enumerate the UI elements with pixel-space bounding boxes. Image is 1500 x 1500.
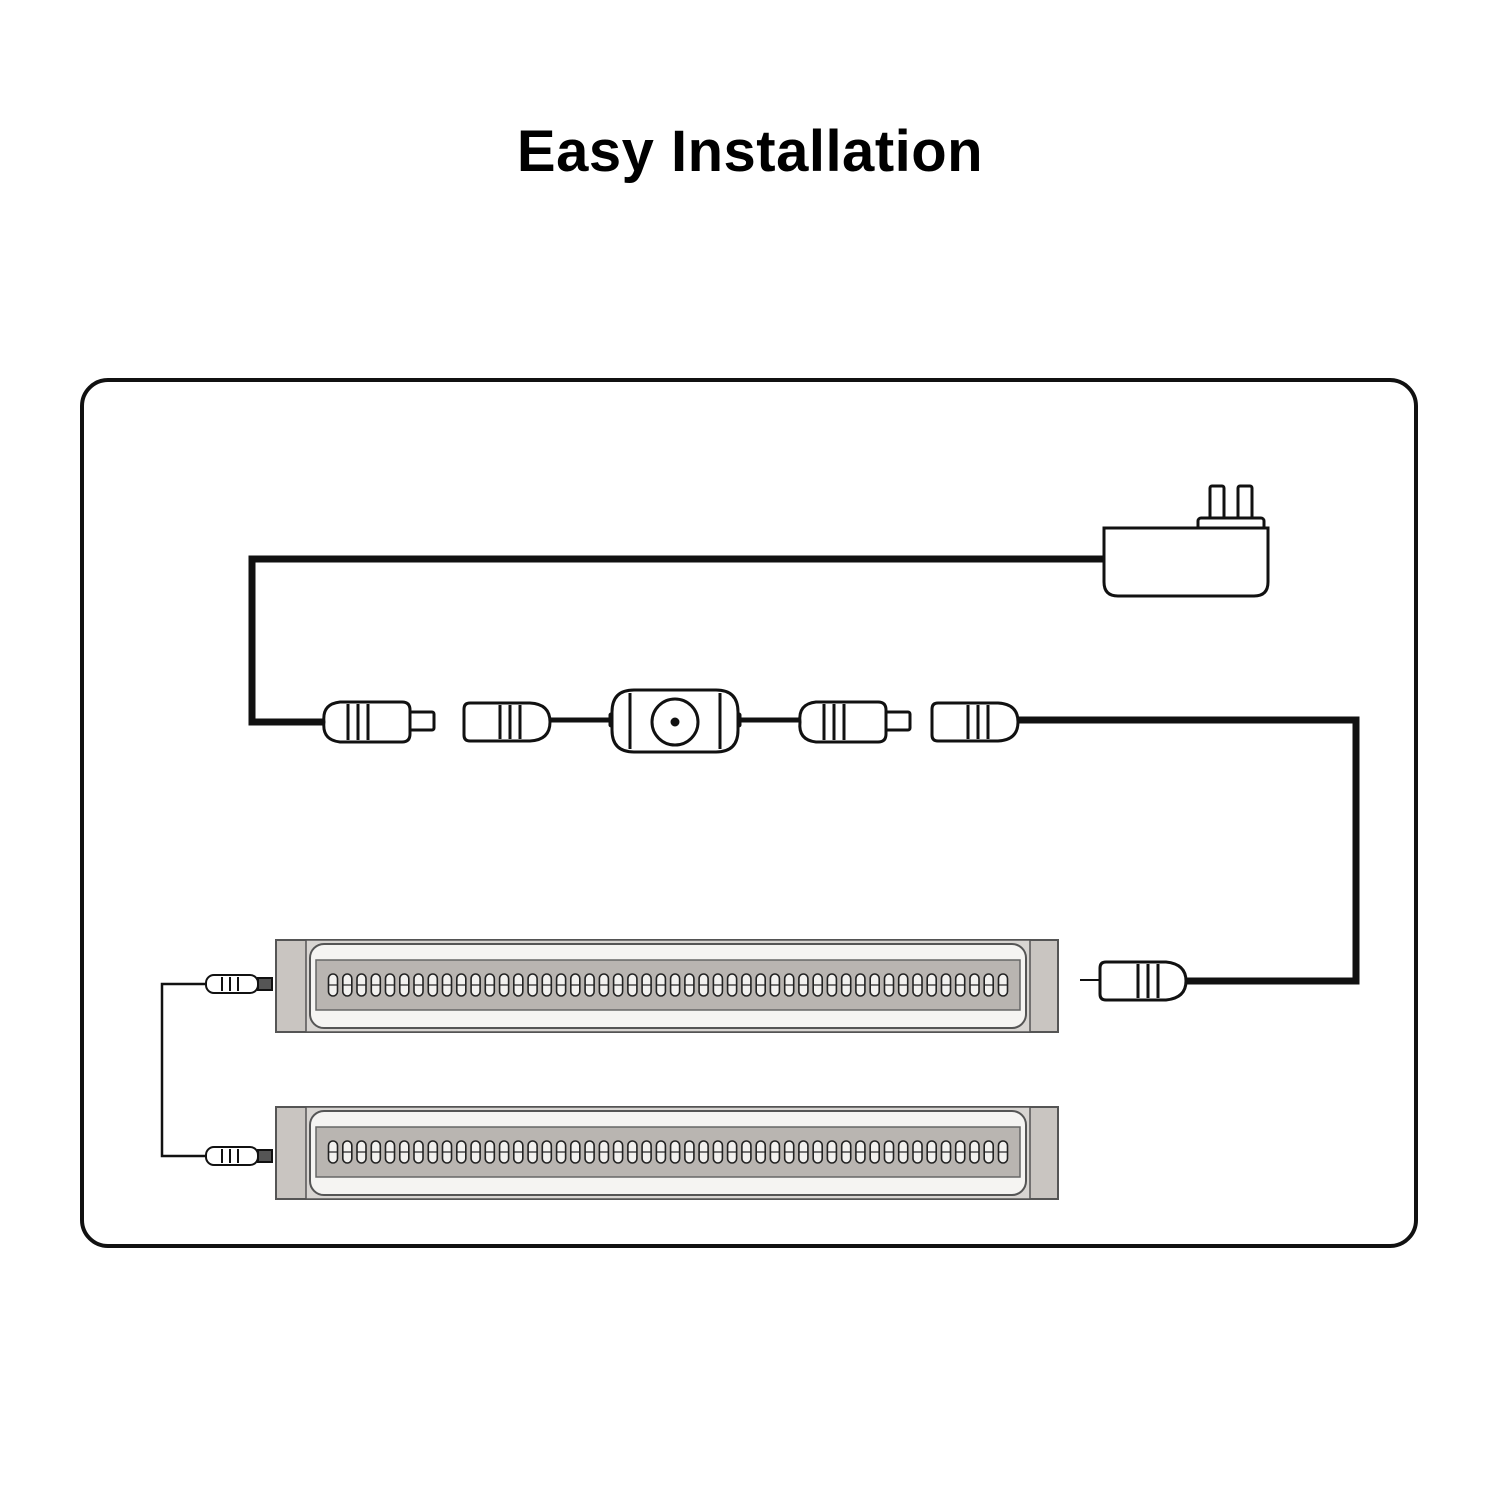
page-title: Easy Installation: [516, 119, 984, 184]
led-row: [327, 1140, 1009, 1164]
dc-connector-icon: [205, 1146, 273, 1166]
power-adapter-icon: [1102, 484, 1270, 598]
dc-connector-icon: [205, 974, 273, 994]
adapter-cable: [248, 555, 1104, 726]
dc-connector-icon: [462, 701, 552, 743]
output-cable: [1016, 716, 1360, 985]
led-light-bar-icon: [275, 1106, 1059, 1200]
dc-connector-icon: [1080, 960, 1188, 1002]
led-light-bar-icon: [275, 939, 1059, 1033]
linking-cable: [160, 982, 208, 1158]
dc-connector-icon: [798, 700, 912, 744]
inline-dimmer-icon: [608, 688, 742, 754]
led-row: [327, 973, 1009, 997]
diagram-frame: [80, 378, 1418, 1248]
dc-connector-icon: [322, 700, 436, 744]
dc-connector-icon: [930, 701, 1020, 743]
